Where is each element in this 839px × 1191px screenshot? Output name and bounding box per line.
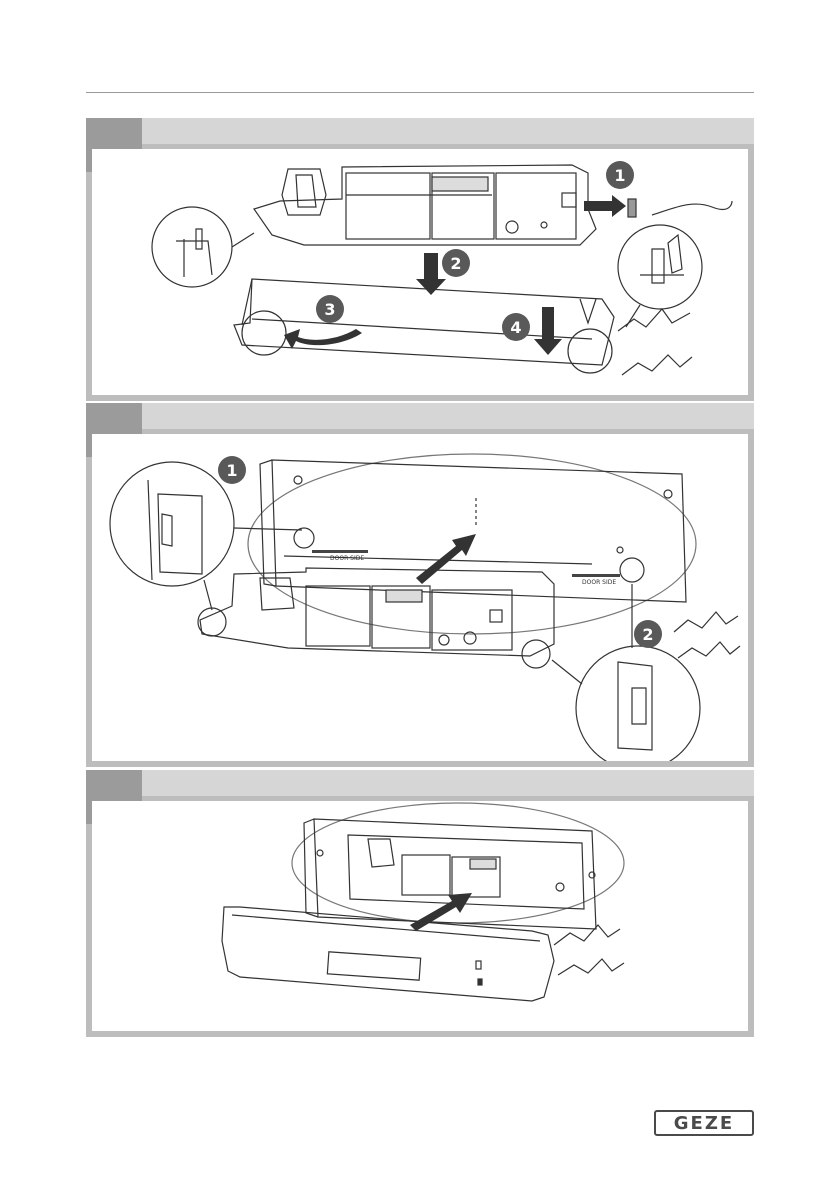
click-marks bbox=[618, 309, 692, 375]
step-3-title-bar bbox=[142, 770, 754, 796]
assembly-arrow bbox=[416, 534, 476, 584]
zoom-circle-left bbox=[152, 207, 232, 287]
svg-text:2: 2 bbox=[642, 625, 653, 644]
click-marks bbox=[554, 925, 624, 975]
cover-outline bbox=[248, 454, 696, 634]
zoom-circle-right bbox=[618, 225, 702, 309]
motor-module bbox=[282, 169, 326, 215]
svg-text:1: 1 bbox=[614, 166, 625, 185]
mounting-plate bbox=[234, 279, 614, 365]
door-side-label-left: DOOR SIDE bbox=[330, 555, 364, 562]
step-2-title-bar bbox=[142, 403, 754, 429]
step-1-illustration: 1 2 3 4 bbox=[92, 149, 748, 395]
door-side-strip-left bbox=[312, 550, 368, 553]
zoom-circle-right bbox=[576, 646, 700, 761]
drive-unit bbox=[200, 568, 554, 656]
mounting-plate bbox=[272, 460, 686, 602]
door-side-label-right: DOOR SIDE bbox=[582, 579, 616, 586]
click-marks bbox=[674, 612, 740, 658]
step-1-panel: 1 2 3 4 bbox=[86, 118, 754, 401]
svg-text:2: 2 bbox=[450, 254, 461, 273]
arrow-3 bbox=[284, 329, 362, 349]
step-3-illustration bbox=[92, 801, 748, 1031]
motor-module bbox=[368, 839, 394, 867]
svg-text:3: 3 bbox=[324, 300, 335, 319]
step-3-illustration-area bbox=[92, 801, 748, 1031]
zoom-circle-small-left bbox=[242, 311, 286, 355]
cable bbox=[652, 201, 732, 215]
step-3-panel bbox=[86, 770, 754, 1037]
step-2-illustration-area: DOOR SIDE DOOR SIDE 1 2 bbox=[92, 434, 748, 761]
svg-text:4: 4 bbox=[510, 318, 521, 337]
cover-window bbox=[327, 952, 420, 980]
arrow-4 bbox=[534, 307, 562, 355]
door-side-strip-right bbox=[572, 574, 620, 577]
step-1-illustration-area: 1 2 3 4 bbox=[92, 149, 748, 395]
motor-module bbox=[260, 578, 294, 610]
logo-text: GEZE bbox=[674, 1113, 734, 1134]
svg-text:1: 1 bbox=[226, 461, 237, 480]
drive-unit bbox=[254, 165, 596, 245]
step-2-illustration: DOOR SIDE DOOR SIDE 1 2 bbox=[92, 434, 748, 761]
header-rule bbox=[86, 92, 754, 93]
step-2-panel: DOOR SIDE DOOR SIDE 1 2 bbox=[86, 403, 754, 767]
geze-logo: GEZE bbox=[654, 1110, 754, 1136]
step-1-title-bar bbox=[142, 118, 754, 144]
